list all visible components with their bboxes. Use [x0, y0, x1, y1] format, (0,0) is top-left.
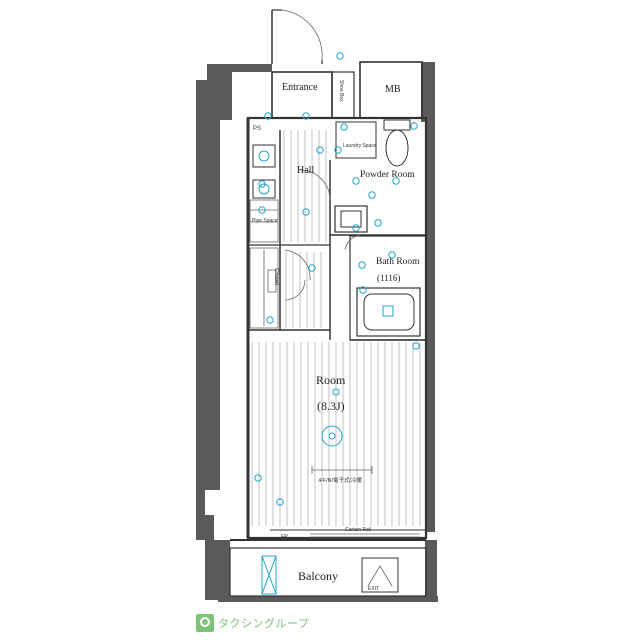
- company-logo: タクシングループ: [196, 612, 309, 634]
- equipment-marker-icon: [276, 498, 284, 506]
- equipment-marker-icon: [392, 177, 400, 185]
- equipment-marker-icon: [264, 112, 272, 120]
- equipment-marker-icon: [352, 224, 360, 232]
- curtain-rail-label: Curtain Rail: [345, 527, 371, 533]
- closet-hatch: [249, 199, 279, 329]
- equipment-marker-icon: [340, 123, 348, 131]
- bathtub: [356, 287, 421, 337]
- structural-walls: [196, 62, 438, 602]
- equipment-marker-icon: [336, 52, 344, 60]
- equipment-marker-icon: [358, 261, 366, 269]
- kitchen-sink: [252, 144, 276, 199]
- equipment-marker-icon: [316, 146, 324, 154]
- entrance-door: [271, 9, 323, 64]
- equipment-marker-icon: [359, 286, 367, 294]
- interior-doors: [284, 169, 361, 301]
- laundry-area: [335, 121, 377, 159]
- wall-note-label: ※F/N/電子式/冷暖: [318, 476, 363, 484]
- laundry-space-label: Laundry Space: [343, 143, 377, 149]
- equipment-marker-icon: [302, 208, 310, 216]
- room-label: Room: [316, 373, 346, 387]
- logo-mark-icon: [196, 614, 214, 632]
- room-size-label: (8.3J): [317, 399, 345, 413]
- equipment-marker-icon: [410, 122, 418, 130]
- equipment-marker-icon: [308, 264, 316, 272]
- bath-size-label: (1116): [377, 273, 400, 283]
- hall-label: Hall: [297, 165, 314, 176]
- ac-outdoor-unit: [261, 555, 277, 595]
- toilet: [383, 119, 411, 167]
- pipe-space-label: Pipe Space: [252, 218, 278, 224]
- floor-boards: [251, 130, 421, 526]
- equipment-marker-icon: [332, 388, 340, 396]
- balcony-label: Balcony: [298, 569, 338, 583]
- equipment-marker-icon: [388, 251, 396, 259]
- shoe-box-label: Shoe Box: [338, 80, 344, 102]
- interior-walls: [229, 61, 428, 597]
- equipment-marker-icon: [352, 177, 360, 185]
- equipment-marker-icon: [374, 219, 382, 227]
- equipment-marker-icon: [412, 342, 420, 350]
- bath-room-label: Bath Room: [376, 257, 420, 267]
- ps-label: PS: [253, 126, 261, 132]
- evacuation-hatch-icon: [361, 557, 399, 593]
- equipment-marker-icon: [302, 112, 310, 120]
- ep-label: EP: [281, 534, 288, 540]
- equipment-marker-icon: [334, 146, 342, 154]
- entrance-label: Entrance: [282, 82, 318, 93]
- mb-label: MB: [385, 84, 401, 95]
- ceiling-light-icon: [321, 425, 343, 447]
- closet-label: Closet: [273, 268, 279, 285]
- equipment-marker-icon: [368, 191, 376, 199]
- wall-note-marker: [311, 466, 373, 474]
- exit-label: EXIT: [368, 586, 379, 592]
- wash-basin: [334, 205, 368, 233]
- equipment-markers: [254, 52, 420, 506]
- logo-text: タクシングループ: [218, 617, 310, 630]
- equipment-marker-icon: [258, 206, 266, 214]
- powder-room-label: Powder Room: [360, 170, 415, 180]
- equipment-marker-icon: [266, 316, 274, 324]
- equipment-marker-icon: [254, 474, 262, 482]
- balcony-window: [310, 533, 420, 538]
- equipment-marker-icon: [258, 180, 266, 188]
